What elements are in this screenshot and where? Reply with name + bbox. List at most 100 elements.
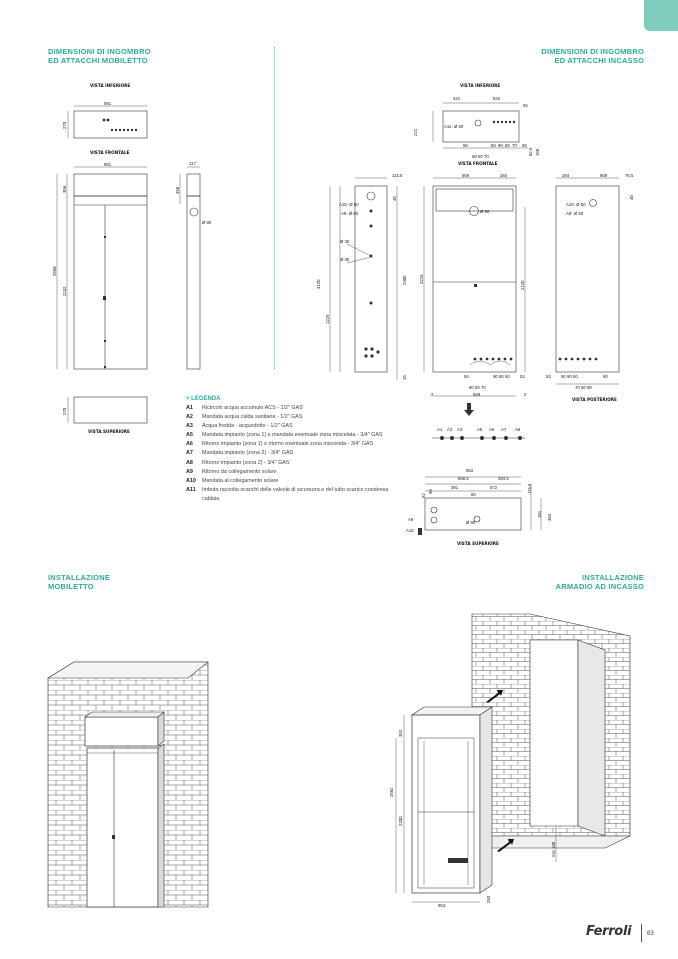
legend-title: > LEGENDA bbox=[186, 396, 221, 402]
dim-r-seq: 90 90 50 bbox=[561, 374, 578, 379]
legend-text: Mandata impianto (zona 2) - 3/4" GAS bbox=[202, 450, 294, 457]
section-divider bbox=[274, 47, 275, 369]
dim-s-a10: A10- Ø 50 bbox=[339, 202, 359, 207]
section-title-mobiletto-install: INSTALLAZIONE MOBILETTO bbox=[48, 573, 111, 591]
dim-r50: 50 bbox=[603, 374, 608, 379]
dim-283: 283 bbox=[486, 895, 491, 903]
dim-2200: 2200 bbox=[398, 816, 403, 826]
section-title-mobiletto-dims: DIMENSIONI DI INGOMBRO ED ATTACCHI MOBIL… bbox=[48, 47, 151, 65]
dim-f2a: 2 bbox=[431, 392, 434, 397]
dim-f2b: 2 bbox=[524, 392, 527, 397]
legend-code: A2 bbox=[186, 414, 193, 421]
wall-incasso bbox=[395, 613, 631, 903]
legend-code: A7 bbox=[186, 450, 193, 457]
dim-b-seq: 50 50 70 bbox=[472, 154, 489, 159]
inc-view-back-label: VISTA POSTERIORE bbox=[572, 397, 617, 402]
legend-item: A8 Ritorno impianto (zona 2) - 3/4" GAS bbox=[186, 459, 412, 468]
dim-t-a10: A10 bbox=[406, 528, 414, 533]
dim-i953: 953 bbox=[438, 903, 446, 908]
dim-f-seq: 90 90 50 bbox=[493, 374, 510, 379]
legend-text: Mandata acqua calda sanitaria - 1/2" GAS bbox=[202, 414, 303, 421]
dim-f-seq2: 90 50 70 bbox=[469, 385, 486, 390]
legend-text: Ritorno da collegamento solare bbox=[202, 468, 277, 475]
connector-labels: A1 A2 A3 A5 A6 A7 A8 bbox=[437, 427, 525, 432]
connector-a3: A3 bbox=[457, 427, 463, 432]
dim-f53: 53 bbox=[520, 374, 525, 379]
dim-r669: 669 bbox=[600, 173, 608, 178]
legend-code: A11 bbox=[186, 486, 196, 493]
legend-text: Ritorno impianto (zona 2) - 3/4" GAS bbox=[202, 459, 290, 466]
dim-s-d35: Ø 35 bbox=[340, 257, 350, 262]
legend-code: A6 bbox=[186, 441, 193, 448]
dim-s-d30: Ø 30 bbox=[340, 239, 350, 244]
section-title-incasso-dims: DIMENSIONI DI INGOMBRO ED ATTACCHI INCAS… bbox=[541, 47, 644, 65]
dim-r-a9: A9- Ø 50 bbox=[566, 211, 584, 216]
inc-view-top-label: VISTA SUPERIORE bbox=[457, 541, 499, 546]
dim-55-a: 55 bbox=[523, 103, 528, 108]
connector-a1: A1 bbox=[437, 427, 443, 432]
wall-mobiletto bbox=[46, 661, 209, 908]
dim-115-5: 115,5 bbox=[392, 173, 403, 178]
dim-76-5: 76,5 bbox=[625, 173, 634, 178]
legend-text: Mandata impianto (zona 1) o mandata even… bbox=[202, 432, 383, 439]
dim-991-a: 991 bbox=[104, 101, 112, 106]
dim-b50c: 50 bbox=[505, 143, 510, 148]
brand-logo: Ferroli bbox=[586, 924, 632, 939]
dim-t80: 80 bbox=[471, 492, 476, 497]
legend-item: A2 Mandata acqua calda sanitaria - 1/2" G… bbox=[186, 413, 412, 422]
inc-view-bottom-label: VISTA INFERIORE bbox=[460, 83, 501, 88]
dim-b70a: 70 bbox=[512, 143, 517, 148]
connector-a6: A6 bbox=[489, 427, 495, 432]
page-number: 63 bbox=[647, 931, 654, 937]
dim-949: 949 bbox=[473, 392, 481, 397]
legend-text: Imbuto raccolta scarichi delle valvole d… bbox=[202, 486, 389, 502]
connector-a5: A5 bbox=[477, 427, 483, 432]
dim-f-d90: Ø 90 bbox=[480, 209, 490, 214]
legend-code: A5 bbox=[186, 432, 193, 439]
legend-item: A7 Mandata impianto (zona 2) - 3/4" GAS bbox=[186, 449, 412, 458]
legend-code: A1 bbox=[186, 405, 193, 411]
legend-item: A10 Mandata al collegamento solare bbox=[186, 477, 412, 486]
dim-f50a: 50 bbox=[464, 374, 469, 379]
dim-b50b: 50 bbox=[491, 143, 496, 148]
dim-284-5: 284,5 bbox=[498, 476, 509, 481]
dim-r-a10: A10- Ø 50 bbox=[566, 202, 586, 207]
legend-text: Mandata al collegamento solare bbox=[202, 477, 279, 484]
mob-view-bottom-label: VISTA INFERIORE bbox=[90, 83, 131, 88]
legend-code: A8 bbox=[186, 459, 193, 466]
dim-669: 669 bbox=[462, 173, 470, 178]
dim-r53: 53 bbox=[546, 374, 551, 379]
legend-code: A3 bbox=[186, 423, 193, 430]
connector-a8: A8 bbox=[515, 427, 521, 432]
dim-55-b: 55 bbox=[522, 143, 527, 148]
mob-view-top-label: VISTA SUPERIORE bbox=[88, 429, 130, 434]
dim-d90: Ø 90 bbox=[202, 220, 212, 225]
dim-r284: 284 bbox=[562, 173, 570, 178]
dim-532: 532 bbox=[493, 96, 501, 101]
dim-2562: 2562 bbox=[389, 787, 394, 797]
dim-s-a9: A9- Ø 50 bbox=[341, 211, 359, 216]
dim-284: 284 bbox=[500, 173, 508, 178]
dim-a11: A11- Ø 60 bbox=[444, 124, 464, 129]
dim-953: 953 bbox=[466, 468, 474, 473]
legend-item: A5 Mandata impianto (zona 1) o mandata ev… bbox=[186, 431, 412, 440]
connector-a7: A7 bbox=[501, 427, 507, 432]
legend-item: A9 Ritorno da collegamento solare bbox=[186, 468, 412, 477]
dim-668-5: 668,5 bbox=[458, 476, 469, 481]
legend-item: A11 Imbuto raccolta scarichi delle valvol… bbox=[186, 486, 412, 504]
legend-code: A9 bbox=[186, 468, 193, 475]
legend-text: Acqua fredda - acquedotto - 1/2" GAS bbox=[202, 423, 293, 430]
dim-991-b: 991 bbox=[104, 162, 112, 167]
legend-item: A3 Acqua fredda - acquedotto - 1/2" GAS bbox=[186, 422, 412, 431]
dim-381: 381 bbox=[451, 485, 459, 490]
legend-code: A10 bbox=[186, 477, 196, 484]
section-title-incasso-install: INSTALLAZIONE ARMADIO AD INCASSO bbox=[555, 573, 644, 591]
dim-b50a: 50 bbox=[463, 143, 468, 148]
